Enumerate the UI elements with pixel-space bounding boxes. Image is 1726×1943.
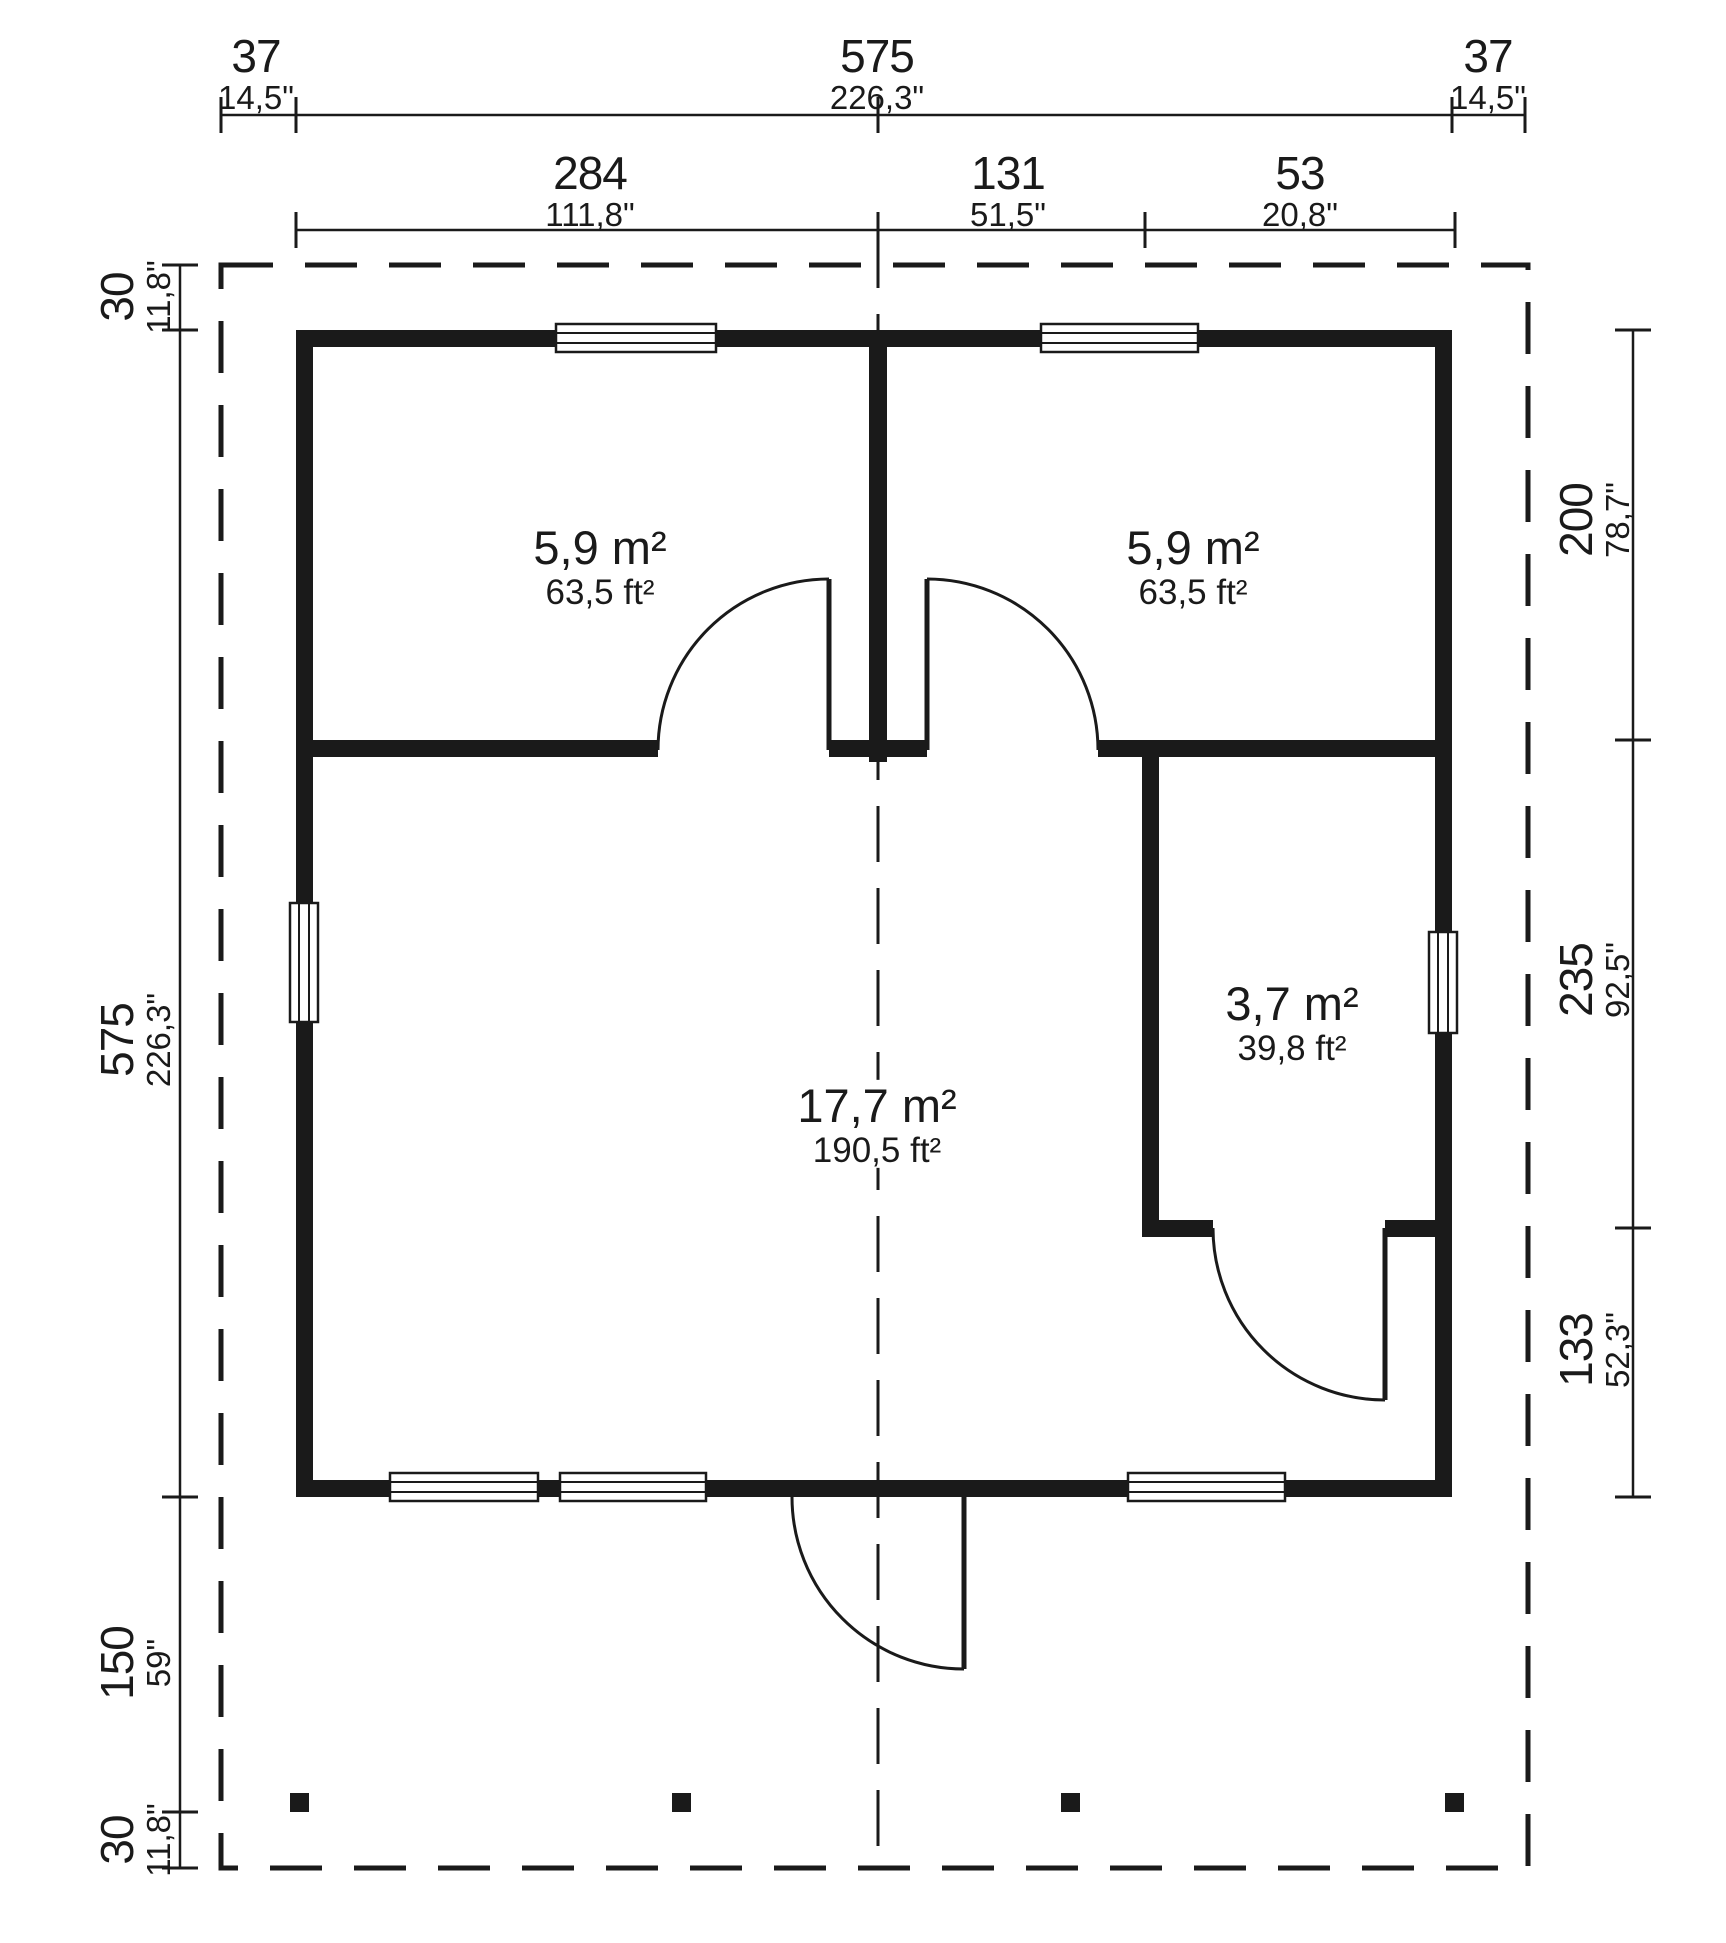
dim-value-cm: 37: [231, 29, 281, 82]
dim-value-cm: 575: [840, 29, 915, 82]
dim-value-inch: 11,8": [139, 260, 177, 334]
wall-sideroom-west: [1142, 757, 1159, 1237]
dim-line-top-inner: [294, 212, 1457, 248]
dim-line-left: [162, 263, 198, 1870]
dim-top-overall-right: 37 14,5": [1450, 32, 1526, 114]
window-bottom-left-2: [558, 1471, 708, 1503]
dim-line-top-overall: [219, 97, 1527, 133]
dim-value-inch: 51,5": [970, 195, 1046, 233]
dimension-lines: [162, 97, 1651, 1870]
dim-top-inner-b: 131 51,5": [970, 149, 1046, 231]
door-bedroom-right: [924, 577, 1100, 751]
dim-top-overall-mid: 575 226,3": [830, 32, 924, 114]
door-side-room: [1211, 1227, 1388, 1402]
room-area-ft2: 63,5 ft²: [1138, 572, 1248, 612]
dim-value-inch: 226,3": [829, 78, 925, 116]
room-label-side-room: 3,7 m² 39,8 ft²: [1217, 976, 1367, 1068]
dim-right-lower: 133 52,3": [1549, 1312, 1636, 1388]
dim-right-sideroom: 235 92,5": [1549, 942, 1636, 1018]
dim-value-cm: 575: [90, 1003, 143, 1077]
room-area-ft2: 39,8 ft²: [1237, 1028, 1347, 1068]
wall-bedroom-divider: [869, 330, 887, 762]
dim-left-overhang-bottom: 30 11,8": [90, 1803, 177, 1877]
dim-top-inner-c: 53 20,8": [1262, 149, 1338, 231]
dim-value-inch: 20,8": [1262, 195, 1338, 233]
room-label-bedroom-left: 5,9 m² 63,5 ft²: [525, 520, 675, 612]
room-area-m2: 17,7 m²: [797, 1078, 957, 1132]
door-entrance: [790, 1496, 967, 1671]
dim-value-inch: 111,8": [545, 195, 635, 233]
dim-value-inch: 14,5": [218, 78, 294, 116]
porch-post-2: [672, 1793, 691, 1812]
dim-value-cm: 53: [1275, 146, 1325, 199]
dim-left-overhang-top: 30 11,8": [90, 260, 177, 334]
interior-walls: [313, 330, 1435, 1237]
porch-post-3: [1061, 1793, 1080, 1812]
dim-value-cm: 37: [1463, 29, 1513, 82]
door-bedroom-left: [656, 577, 832, 751]
room-area-m2: 3,7 m²: [1225, 976, 1359, 1030]
dim-right-bedrooms: 200 78,7": [1549, 482, 1636, 558]
wall-sideroom-south-left: [1142, 1220, 1213, 1237]
window-top-right: [1039, 322, 1200, 354]
dim-value-cm: 150: [90, 1626, 143, 1700]
wall-sideroom-south-right: [1385, 1220, 1435, 1237]
room-label-living-room: 17,7 m² 190,5 ft²: [789, 1078, 965, 1170]
dim-value-inch: 78,7": [1598, 482, 1636, 558]
porch-posts: [290, 1793, 1464, 1812]
window-left-wall: [288, 901, 320, 1024]
dim-value-cm: 133: [1549, 1313, 1602, 1387]
dim-value-cm: 200: [1549, 483, 1602, 557]
dim-value-inch: 11,8": [139, 1803, 177, 1877]
porch-post-4: [1445, 1793, 1464, 1812]
windows: [288, 322, 1459, 1503]
dim-value-inch: 226,3": [139, 992, 177, 1088]
wall-bedrooms-south-stub: [829, 740, 927, 757]
dim-value-cm: 235: [1549, 943, 1602, 1017]
dim-value-inch: 14,5": [1450, 78, 1526, 116]
dim-value-inch: 59": [139, 1638, 177, 1688]
room-area-m2: 5,9 m²: [1126, 520, 1260, 574]
dim-value-cm: 30: [90, 1815, 143, 1865]
window-bottom-right: [1126, 1471, 1287, 1503]
window-top-left: [554, 322, 718, 354]
roof-overhang-outline: [218, 262, 1531, 1871]
dim-value-inch: 52,3": [1598, 1312, 1636, 1388]
room-area-ft2: 190,5 ft²: [812, 1130, 942, 1170]
wall-bedrooms-south-left: [313, 740, 658, 757]
dim-left-building: 575 226,3": [90, 992, 177, 1088]
window-bottom-left-1: [388, 1471, 540, 1503]
room-area-ft2: 63,5 ft²: [545, 572, 655, 612]
window-right-wall: [1427, 930, 1459, 1035]
porch-post-1: [290, 1793, 309, 1812]
dim-value-inch: 92,5": [1598, 942, 1636, 1018]
dim-left-porch: 150 59": [90, 1626, 177, 1700]
wall-bedrooms-south-right: [1098, 740, 1435, 757]
room-label-bedroom-right: 5,9 m² 63,5 ft²: [1118, 520, 1268, 612]
dim-value-cm: 131: [971, 146, 1046, 199]
wall-right: [1435, 330, 1452, 1497]
room-area-m2: 5,9 m²: [533, 520, 667, 574]
dim-value-cm: 284: [553, 146, 628, 199]
door-swings: [656, 577, 1388, 1671]
dim-top-overall-left: 37 14,5": [218, 32, 294, 114]
dim-top-inner-a: 284 111,8": [545, 149, 634, 231]
dim-value-cm: 30: [90, 272, 143, 322]
dim-line-right: [1615, 328, 1651, 1499]
